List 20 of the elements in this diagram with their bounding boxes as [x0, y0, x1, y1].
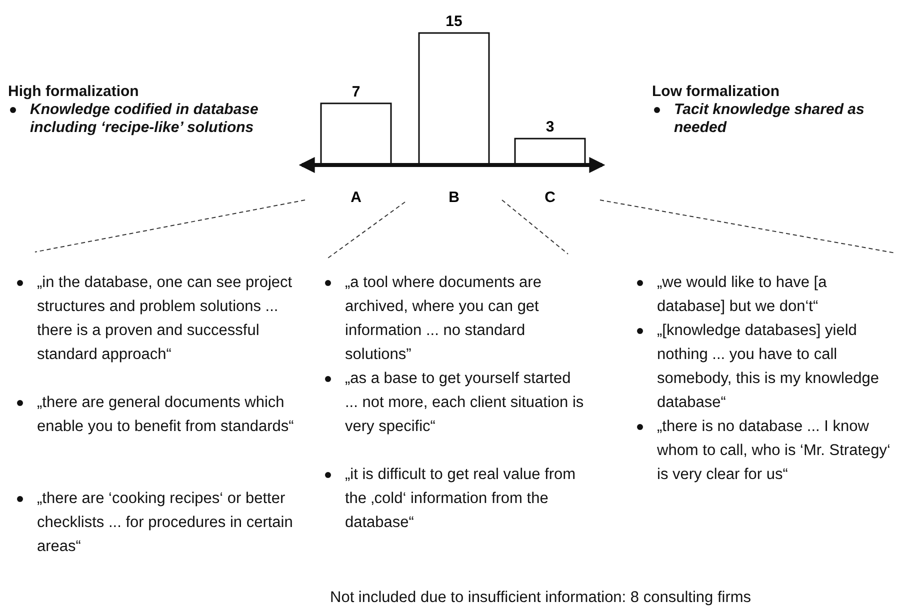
quote-text: „it is difficult to get real value from the ‚cold‘ information from the database“ [345, 465, 577, 533]
footnote: Not included due to insufficient information: 8 consulting firms [330, 588, 752, 608]
quote-text: „[knowledge databases] yield nothing ... you have to call somebody, this is my knowledge database“ [657, 321, 880, 413]
bullet-text: Tacit knowledge shared as needed [674, 101, 866, 137]
quote-text: „a tool where documents are archived, where you can get information ... no standard solutions” [345, 273, 542, 365]
quote-text: „we would like to have [a database] but we don‘t“ [657, 273, 828, 317]
quote-text: „in the database, one can see project structures and problem solutions ... there is a proven and successful standard approach“ [37, 273, 294, 365]
value-label: 3 [546, 118, 554, 136]
category-label: C [544, 189, 556, 206]
heading: Low formalization [652, 83, 780, 101]
quote-text: „there are ‘cooking recipes‘ or better checklists ... for procedures in certain areas“ [37, 489, 294, 557]
category-label: A [350, 189, 362, 206]
heading: High formalization [8, 83, 140, 101]
value-label: 7 [352, 83, 360, 100]
bullet-text: Knowledge codified in database including ‘recipe-like’ solutions [30, 101, 260, 137]
quote-text: „there are general documents which enable you to benefit from standards“ [37, 393, 295, 437]
quote-text: „as a base to get yourself started ... not more, each client situation is very specific“ [345, 369, 585, 437]
category-label: B [448, 189, 460, 206]
quote-text: „there is no database ... I know whom to call, who is ‘Mr. Strategy‘ is very clear for us“ [657, 417, 892, 485]
value-label: 15 [446, 13, 462, 30]
